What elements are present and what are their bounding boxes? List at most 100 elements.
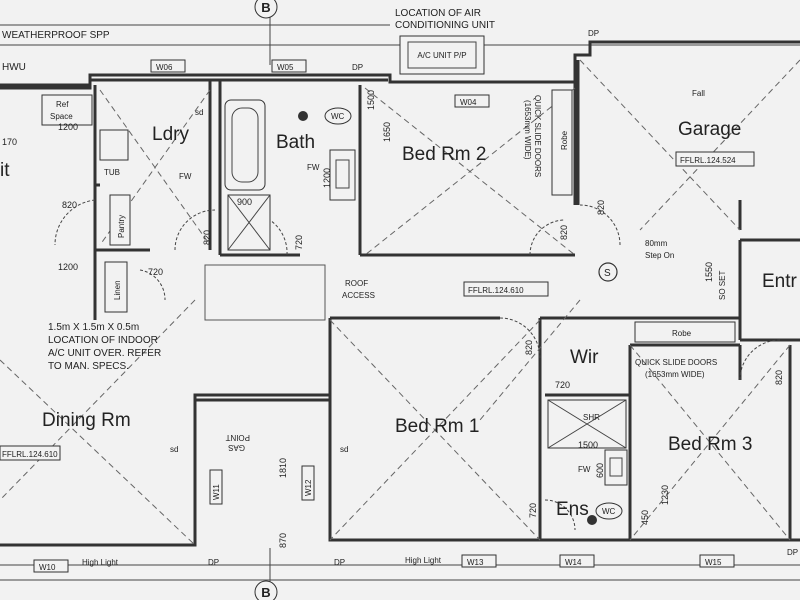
dim-600: 600 — [595, 463, 605, 478]
level-garage: FFLRL.124.524 — [675, 151, 755, 167]
sd-dining-label: sd — [170, 445, 178, 454]
room-ensuite-label: Ens — [556, 499, 589, 520]
window-w05: W05 — [277, 63, 294, 72]
note-so-set: SO SET — [718, 271, 727, 300]
dim-1650: 1650 — [382, 122, 392, 142]
smoke-detector-label: S — [604, 268, 611, 279]
window-w13: W13 — [467, 558, 484, 567]
window-w04: W04 — [460, 98, 477, 107]
dim-820-bed1: 820 — [524, 340, 534, 355]
ac-unit-box: A/C UNIT P/P — [399, 35, 485, 75]
dim-720-pantry: 720 — [148, 267, 163, 277]
ref-space-label-1: Ref — [56, 100, 69, 109]
room-laundry-label: Ldry — [152, 124, 189, 145]
dim-1200-pantry: 1200 — [58, 262, 78, 272]
bath-light-icon — [298, 111, 308, 121]
dim-820-ldry: 820 — [62, 200, 77, 210]
smoke-detector: S — [598, 262, 618, 282]
note-indoor-ac-3: A/C UNIT OVER. REFER — [48, 348, 161, 359]
dim-820-bed2: 820 — [559, 225, 569, 240]
wc-ens-label: WC — [602, 507, 616, 516]
downpipe-2: DP — [352, 63, 363, 72]
dim-1500-ens: 1500 — [366, 90, 376, 110]
note-quick-slide-top-2: (1653mm WIDE) — [523, 100, 532, 160]
door-swings — [54, 199, 781, 531]
section-marker-top: B — [254, 0, 278, 19]
note-ac-location-2: CONDITIONING UNIT — [395, 20, 495, 31]
note-indoor-ac-2: LOCATION OF INDOOR — [48, 335, 158, 346]
note-high-light-mid: High Light — [405, 556, 442, 565]
window-w14: W14 — [565, 558, 582, 567]
pantry-label: Pantry — [117, 215, 126, 238]
ref-space: Ref Space — [41, 94, 93, 126]
bath-vanity — [329, 149, 356, 201]
bathtub — [224, 99, 266, 191]
wc-bath: WC — [324, 107, 352, 125]
dimensions: 820 820 820 820 820 820 720 720 720 720 … — [2, 90, 784, 548]
interior-walls — [93, 80, 742, 540]
pantry: Pantry — [109, 194, 131, 246]
dim-720-ens: 720 — [528, 503, 538, 518]
ensuite-shower: SHR — [547, 399, 627, 449]
window-w11: W11 — [212, 484, 221, 500]
note-step-on-2: Step On — [645, 251, 674, 260]
note-hwu: HWU — [2, 62, 26, 73]
dim-820-bath: 820 — [202, 230, 212, 245]
room-garage-label: Garage — [678, 119, 741, 140]
dim-870: 870 — [278, 533, 288, 548]
level-dining: FFLRL.124.610 — [0, 445, 61, 461]
note-high-light-left: High Light — [82, 558, 119, 567]
downpipe-1: DP — [588, 29, 599, 38]
wc-bath-label: WC — [331, 112, 345, 121]
downpipe-5: DP — [787, 548, 798, 557]
bath-shower — [227, 194, 271, 251]
room-bath-label: Bath — [276, 132, 315, 153]
robe-bed1: Robe — [634, 321, 736, 343]
linen-label: Linen — [113, 280, 122, 300]
window-w10: W10 — [39, 563, 56, 572]
robe-bed1-label: Robe — [672, 329, 692, 338]
section-marker-bottom-label: B — [261, 585, 270, 600]
level-dining-label: FFLRL.124.610 — [2, 450, 58, 459]
window-tags: W06 W05 W04 W10 W13 W14 W15 W11 W12 — [33, 59, 735, 573]
window-w06: W06 — [156, 63, 173, 72]
note-roof-access-1: ROOF — [345, 279, 368, 288]
note-quick-slide-top-1: QUICK SLIDE DOORS — [533, 95, 542, 177]
note-gas-point-1: GAS — [228, 443, 245, 452]
dim-720-bath: 720 — [294, 235, 304, 250]
sd-bed1-label: sd — [340, 445, 348, 454]
dim-170: 170 — [2, 137, 17, 147]
section-marker-bottom: B — [254, 580, 278, 600]
note-fall: Fall — [692, 89, 705, 98]
fw-laundry-label: FW — [179, 172, 192, 181]
dim-900: 900 — [237, 197, 252, 207]
note-quick-slide-bed3-1: QUICK SLIDE DOORS — [635, 358, 717, 367]
dim-1810: 1810 — [278, 458, 288, 478]
note-indoor-ac-4: TO MAN. SPECS. — [48, 361, 129, 372]
dim-1200-ldry: 1200 — [58, 122, 78, 132]
shower-label: SHR — [583, 413, 600, 422]
note-ac-location-1: LOCATION OF AIR — [395, 8, 481, 19]
section-marker-top-label: B — [261, 0, 270, 15]
note-weatherproof: WEATHERPROOF SPP — [2, 30, 110, 41]
fw-ens-label: FW — [578, 465, 591, 474]
room-dining-label: Dining Rm — [42, 410, 131, 431]
dim-450: 450 — [640, 510, 650, 525]
ref-space-label-2: Space — [50, 112, 73, 121]
note-gas-point-2: POINT — [225, 433, 250, 442]
note-indoor-ac-1: 1.5m X 1.5m X 0.5m — [48, 322, 139, 333]
window-w15: W15 — [705, 558, 722, 567]
window-w12: W12 — [304, 479, 313, 496]
linen-cupboard: Linen — [104, 261, 128, 313]
sd-laundry-label: sd — [195, 108, 203, 117]
room-diagonals — [0, 59, 800, 546]
level-hall-label: FFLRL.124.610 — [468, 286, 524, 295]
dim-820-bed3: 820 — [774, 370, 784, 385]
level-hall: FFLRL.124.610 — [463, 281, 549, 297]
room-wir-label: Wir — [570, 347, 599, 368]
dim-1550: 1550 — [704, 262, 714, 282]
wc-ens: WC — [595, 502, 623, 520]
downpipe-4: DP — [334, 558, 345, 567]
ac-unit-label: A/C UNIT P/P — [417, 51, 466, 60]
